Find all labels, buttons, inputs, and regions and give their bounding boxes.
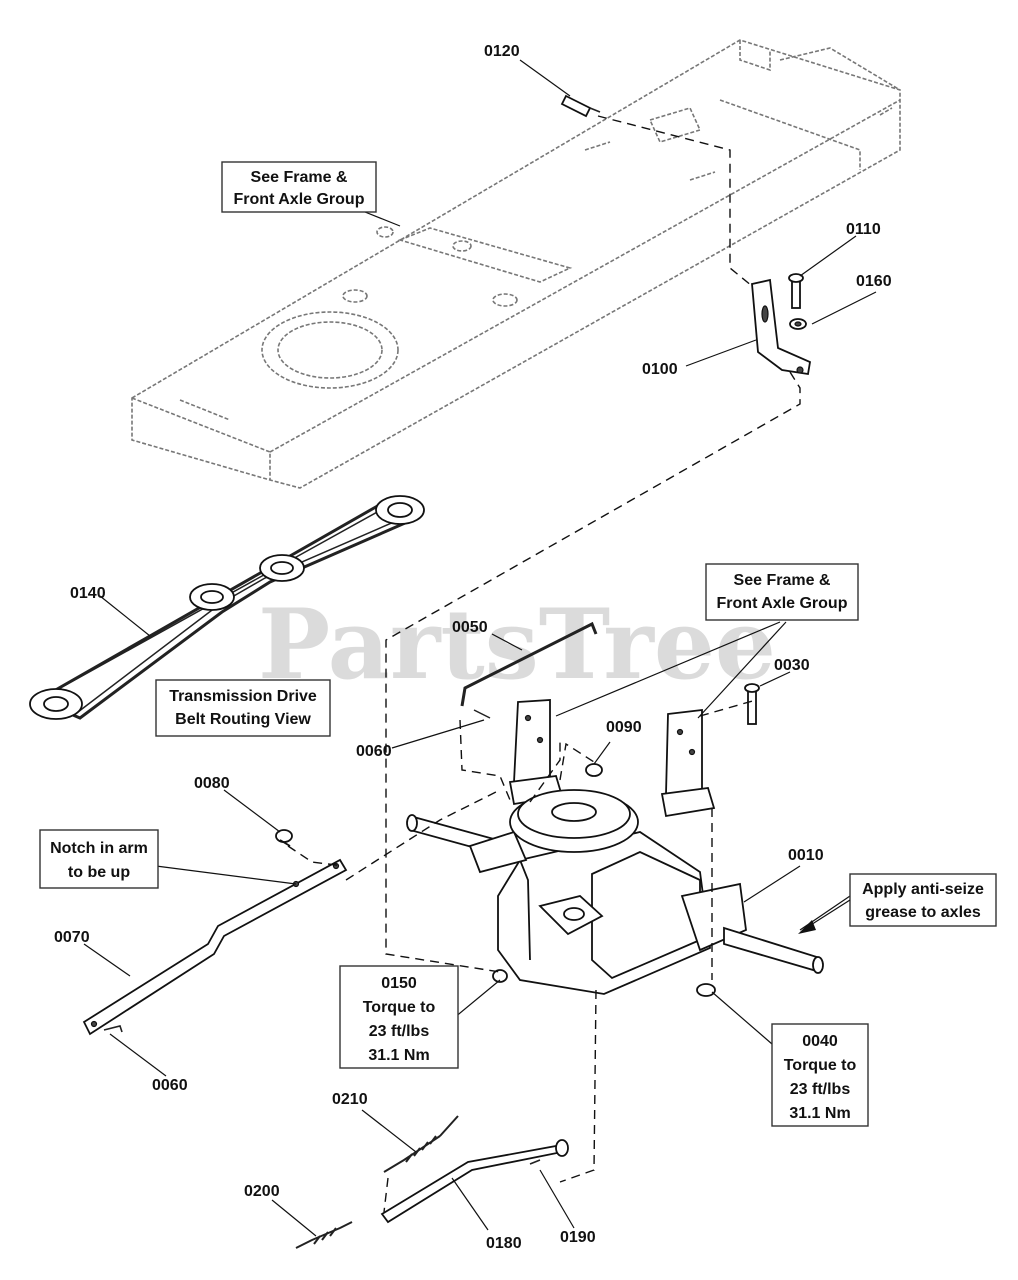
note-torque-0040: 0040 Torque to 23 ft/lbs 31.1 Nm bbox=[771, 1023, 869, 1127]
svg-text:0040: 0040 bbox=[802, 1033, 838, 1050]
rod-0050 bbox=[460, 621, 598, 719]
bolt-0080 bbox=[275, 829, 293, 847]
svg-text:Torque to: Torque to bbox=[784, 1057, 857, 1074]
transmission-0010 bbox=[406, 789, 824, 995]
anti-seize-arrow bbox=[798, 899, 851, 934]
callout-0070: 0070 bbox=[54, 929, 90, 946]
callout-0100: 0100 bbox=[642, 361, 678, 378]
pulley-middle bbox=[259, 554, 305, 582]
note-anti-seize: Apply anti-seize grease to axles bbox=[849, 873, 997, 927]
callout-0060-lower: 0060 bbox=[152, 1077, 188, 1094]
callout-0090: 0090 bbox=[606, 719, 642, 736]
callout-0200: 0200 bbox=[244, 1183, 280, 1200]
bracket-0100 bbox=[751, 278, 812, 376]
callout-0010: 0010 bbox=[788, 847, 824, 864]
callout-0060-upper: 0060 bbox=[356, 743, 392, 760]
frame-illustration bbox=[131, 39, 901, 489]
callout-0110: 0110 bbox=[846, 221, 881, 238]
callout-0080: 0080 bbox=[194, 775, 230, 792]
svg-text:31.1 Nm: 31.1 Nm bbox=[368, 1047, 429, 1064]
mount-bracket-right bbox=[660, 708, 716, 818]
note-notch-arm: Notch in arm to be up bbox=[39, 829, 159, 889]
drive-belt-0140 bbox=[29, 495, 425, 720]
screw-0120 bbox=[560, 94, 601, 118]
spring-0210 bbox=[383, 1115, 459, 1173]
svg-text:grease to axles: grease to axles bbox=[865, 904, 981, 921]
nut-0090 bbox=[585, 763, 603, 777]
callout-0050: 0050 bbox=[452, 619, 488, 636]
svg-text:Torque to: Torque to bbox=[363, 999, 436, 1016]
mount-bracket-left bbox=[508, 699, 564, 806]
svg-text:See Frame &: See Frame & bbox=[251, 169, 348, 186]
pulley-left bbox=[189, 583, 235, 611]
callout-0210: 0210 bbox=[332, 1091, 368, 1108]
note-torque-0150: 0150 Torque to 23 ft/lbs 31.1 Nm bbox=[339, 965, 459, 1069]
note-frame-group-top: See Frame & Front Axle Group bbox=[221, 161, 377, 213]
pulley-top-right bbox=[375, 495, 425, 525]
rod-0180 bbox=[380, 1139, 569, 1224]
callout-0190: 0190 bbox=[560, 1229, 596, 1246]
note-frame-group-mid: See Frame & Front Axle Group bbox=[705, 563, 859, 621]
svg-text:Transmission Drive: Transmission Drive bbox=[169, 688, 317, 705]
svg-text:Front Axle Group: Front Axle Group bbox=[234, 191, 365, 208]
svg-text:Apply anti-seize: Apply anti-seize bbox=[862, 881, 984, 898]
assembly-lines bbox=[287, 115, 801, 1213]
svg-text:23 ft/lbs: 23 ft/lbs bbox=[369, 1023, 430, 1040]
bolt-0110 bbox=[788, 273, 804, 309]
arm-0070 bbox=[82, 858, 348, 1036]
callout-labels: 0120 0110 0160 0100 0140 0050 0030 0060 … bbox=[54, 43, 892, 1252]
callout-0180: 0180 bbox=[486, 1235, 522, 1252]
spring-0200 bbox=[295, 1221, 353, 1249]
svg-text:Notch in arm: Notch in arm bbox=[50, 840, 148, 857]
nut-0040 bbox=[696, 983, 716, 997]
svg-text:23 ft/lbs: 23 ft/lbs bbox=[790, 1081, 851, 1098]
note-belt-routing: Transmission Drive Belt Routing View bbox=[155, 679, 331, 737]
svg-text:0150: 0150 bbox=[381, 975, 417, 992]
washer-0160 bbox=[789, 318, 807, 330]
callout-0140: 0140 bbox=[70, 585, 106, 602]
clip-0060-lower bbox=[103, 1025, 123, 1033]
svg-text:31.1 Nm: 31.1 Nm bbox=[789, 1105, 850, 1122]
bolt-0030 bbox=[744, 683, 760, 725]
callout-0160: 0160 bbox=[856, 273, 892, 290]
svg-text:See Frame &: See Frame & bbox=[734, 572, 831, 589]
pulley-bottom bbox=[29, 688, 83, 720]
svg-text:Belt Routing View: Belt Routing View bbox=[175, 711, 311, 728]
callout-0030: 0030 bbox=[774, 657, 810, 674]
callout-0120: 0120 bbox=[484, 43, 520, 60]
svg-text:Front Axle Group: Front Axle Group bbox=[717, 595, 848, 612]
watermark-text: PartsTree bbox=[258, 588, 776, 701]
svg-text:to be up: to be up bbox=[68, 864, 130, 881]
nut-0150 bbox=[492, 969, 508, 983]
